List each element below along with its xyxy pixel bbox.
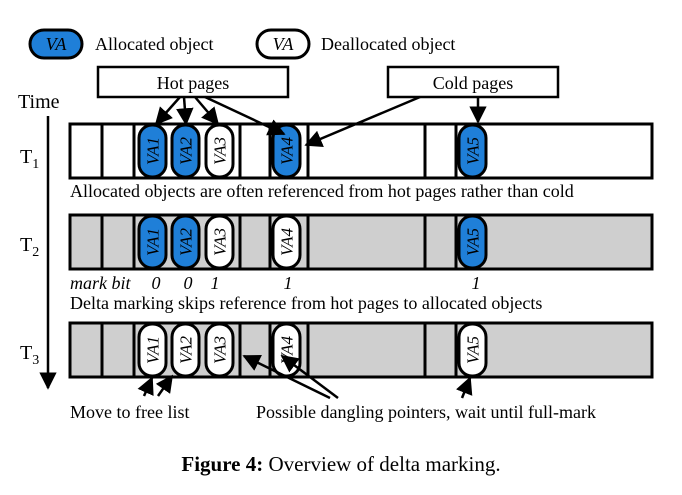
object-va3-deallocated <box>204 214 235 270</box>
legend: VA Allocated object VA Deallocated objec… <box>28 28 455 60</box>
arrow-dangling-va4 <box>280 354 339 399</box>
legend-deallocated-label: Deallocated object <box>321 34 455 54</box>
dangling-note: Possible dangling pointers, wait until f… <box>256 402 596 422</box>
object-label: VA1 <box>144 228 163 256</box>
object-va4-allocated <box>271 123 302 179</box>
bottom-arrows <box>137 354 473 400</box>
object-va1-deallocated <box>137 322 168 378</box>
object-va2-allocated <box>170 214 201 270</box>
time-axis-label: Time <box>18 91 60 113</box>
object-label: VA3 <box>211 336 230 364</box>
row-label-t2: T2 <box>20 234 39 260</box>
t1-note: Allocated objects are often referenced f… <box>70 181 574 201</box>
object-va3-deallocated <box>204 123 235 179</box>
legend-allocated-badge-text: VA <box>46 34 68 54</box>
arrow-hot-to-va3 <box>194 96 220 126</box>
object-label: VA3 <box>211 137 230 165</box>
page-strip <box>68 213 654 271</box>
mark-bit-value: 1 <box>472 273 481 293</box>
page-row-t2: VA1 VA2 VA3 VA4 VA5 <box>68 213 654 271</box>
legend-allocated-badge <box>28 28 84 60</box>
legend-deallocated-badge-text: VA <box>273 34 295 54</box>
arrow-dangling-va3 <box>242 354 331 400</box>
object-label: VA5 <box>464 137 483 165</box>
object-va5-allocated <box>457 214 488 270</box>
hot-pages-callout-box <box>96 65 290 99</box>
arrow-hot-to-va2 <box>176 96 194 126</box>
mark-bit-value: 0 <box>184 273 193 293</box>
object-va4-deallocated <box>271 214 302 270</box>
object-label: VA2 <box>177 336 196 365</box>
object-label: VA4 <box>278 137 297 166</box>
object-label: VA4 <box>278 228 297 257</box>
object-va5-deallocated <box>457 322 488 378</box>
object-va5-allocated <box>457 123 488 179</box>
legend-allocated-label: Allocated object <box>95 34 213 54</box>
arrow-dangling-va5 <box>456 376 473 399</box>
hot-pages-callout: Hot pages <box>157 73 229 93</box>
object-va3-deallocated <box>204 322 235 378</box>
mark-bit-value: 0 <box>152 273 161 293</box>
arrow-free-list-va1 <box>137 376 154 397</box>
object-label: VA2 <box>177 137 196 166</box>
object-va2-deallocated <box>170 322 201 378</box>
page-row-t1: VA1 VA2 VA3 VA4 VA5 <box>68 122 654 180</box>
legend-deallocated-badge <box>255 28 311 60</box>
t2-note: Delta marking skips reference from hot p… <box>70 293 542 313</box>
mark-bit-value: 1 <box>211 273 220 293</box>
object-label: VA1 <box>144 336 163 364</box>
arrow-hot-to-va1 <box>154 96 181 126</box>
hot-page-arrows <box>154 95 487 147</box>
cold-pages-callout-box <box>386 65 560 99</box>
object-label: VA5 <box>464 336 483 364</box>
object-label: VA2 <box>177 228 196 257</box>
row-label-t1: T1 <box>20 146 39 172</box>
mark-bit-label: mark bit <box>70 273 131 293</box>
arrow-va-to-cold <box>304 95 421 147</box>
object-label: VA1 <box>144 137 163 165</box>
cold-pages-callout: Cold pages <box>433 73 514 93</box>
object-label: VA5 <box>464 228 483 256</box>
arrow-free-list-va2 <box>155 374 174 397</box>
arrow-hot-to-va4 <box>204 95 286 136</box>
object-va1-allocated <box>137 123 168 179</box>
free-list-note: Move to free list <box>70 402 189 422</box>
mark-bit-value: 1 <box>284 273 293 293</box>
figure-caption: Figure 4: Overview of delta marking. <box>181 452 500 476</box>
row-label-t3: T3 <box>20 342 39 368</box>
object-label: VA3 <box>211 228 230 256</box>
object-va1-allocated <box>137 214 168 270</box>
